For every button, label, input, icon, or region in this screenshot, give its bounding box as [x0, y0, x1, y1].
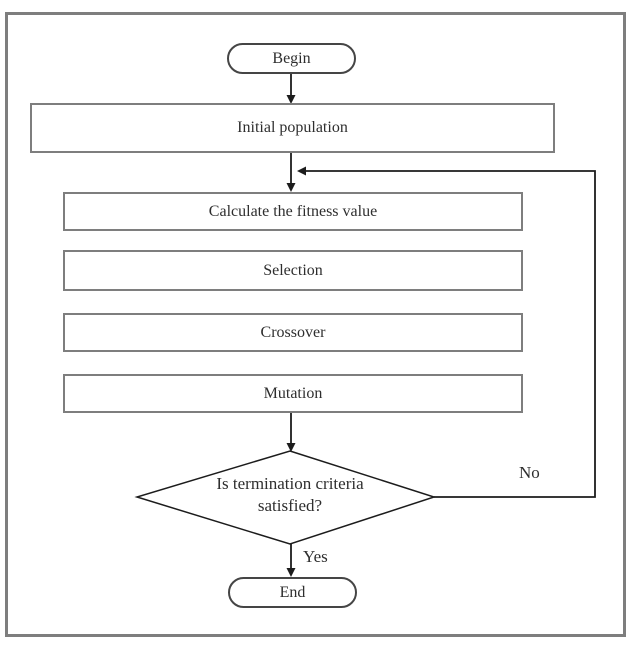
node-begin-label: Begin — [272, 49, 311, 67]
node-mutation: Mutation — [63, 374, 523, 413]
node-initial-population: Initial population — [30, 103, 555, 153]
arrowhead-down-icon — [286, 95, 296, 104]
arrowhead-down-icon — [286, 568, 296, 577]
arrowhead-left-icon — [297, 166, 306, 176]
node-crossover-label: Crossover — [260, 323, 326, 341]
arrowhead-down-icon — [286, 183, 296, 192]
edge-label-no: No — [519, 463, 540, 482]
termination-label-line2: satisfied? — [257, 496, 323, 515]
edge-label-yes: Yes — [303, 547, 328, 566]
node-selection-label: Selection — [263, 261, 323, 279]
node-end: End — [228, 577, 357, 608]
node-begin: Begin — [227, 43, 356, 74]
node-mutation-label: Mutation — [263, 384, 323, 402]
edge-no-feedback-loop — [304, 170, 596, 498]
diagram-frame — [5, 12, 626, 637]
node-initial-population-label: Initial population — [237, 119, 348, 137]
node-calculate-fitness: Calculate the fitness value — [63, 192, 523, 231]
arrowhead-down-icon — [286, 443, 296, 452]
node-crossover: Crossover — [63, 313, 523, 352]
decision-diamond — [134, 450, 437, 545]
node-selection: Selection — [63, 250, 523, 291]
node-end-label: End — [279, 583, 306, 601]
node-calculate-fitness-label: Calculate the fitness value — [208, 202, 378, 220]
node-termination-check-label: Is termination criteria satisfied? — [160, 473, 420, 517]
termination-label-line1: Is termination criteria — [216, 474, 364, 493]
